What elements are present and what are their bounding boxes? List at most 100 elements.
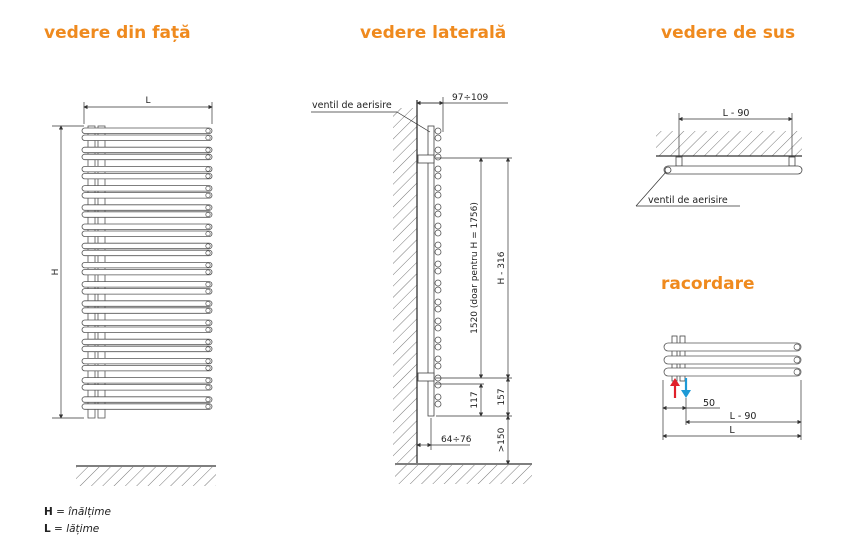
- legend-width-text: lățime: [66, 523, 100, 535]
- front-tube: [81, 153, 213, 161]
- legend-height-symbol: H: [44, 506, 53, 518]
- side-tube-end: [434, 279, 442, 287]
- front-tube-cap: [205, 281, 211, 287]
- front-tube: [81, 281, 213, 288]
- top-view: L - 90 ventil de aerisire: [635, 108, 803, 207]
- side-tube-end: [434, 298, 442, 306]
- front-tube-cap: [205, 384, 211, 390]
- top-dim-label: L - 90: [723, 108, 750, 119]
- front-tube-cap: [205, 128, 211, 134]
- front-tube-cap: [205, 365, 211, 371]
- front-tube-cap: [205, 243, 211, 249]
- side-tube-end: [434, 241, 442, 249]
- front-tube-cap: [205, 250, 211, 256]
- connection-tube-cap: [793, 343, 801, 351]
- front-tube: [81, 357, 213, 365]
- front-tube-cap: [205, 173, 211, 179]
- front-height-label: H: [51, 269, 61, 276]
- top-vent-label: ventil de aerisire: [648, 195, 728, 206]
- side-tube-end: [434, 222, 442, 230]
- side-tube-end: [434, 286, 442, 294]
- front-tube: [81, 319, 213, 326]
- side-1520-label: 1520 (doar pentru H = 1756): [470, 202, 480, 334]
- front-tube-cap: [205, 231, 211, 237]
- front-tube-cap: [205, 307, 211, 314]
- side-tube-end: [434, 134, 442, 142]
- front-tube: [81, 364, 213, 372]
- side-view: ventil de aerisire 97÷109 1520 (doar pen…: [311, 93, 532, 484]
- front-tube: [81, 204, 213, 211]
- side-h316-label: H - 316: [497, 251, 507, 284]
- front-tube: [81, 261, 213, 269]
- side-tube-end: [434, 400, 442, 408]
- side-tube-end: [434, 172, 442, 180]
- side-tube-end: [434, 317, 442, 325]
- side-117-label: 117: [470, 391, 480, 408]
- front-tube-cap: [205, 135, 211, 141]
- front-tube-cap: [205, 327, 211, 333]
- side-tube-end: [434, 381, 442, 389]
- front-tube: [81, 326, 213, 333]
- top-view-title: vedere de sus: [661, 23, 796, 43]
- front-tube-cap: [205, 224, 211, 230]
- front-tube: [81, 242, 213, 250]
- side-tube-end: [434, 362, 442, 370]
- front-tube: [81, 146, 213, 154]
- front-tube: [81, 192, 213, 199]
- side-tube-end: [434, 393, 442, 401]
- front-tube: [81, 172, 213, 180]
- connections-view-title: racordare: [661, 274, 755, 294]
- front-tube: [81, 384, 213, 391]
- conn-50-label: 50: [703, 398, 715, 409]
- connection-tube-cap: [793, 356, 801, 364]
- front-tube: [81, 268, 213, 276]
- front-tube-cap: [205, 205, 211, 211]
- front-tube: [81, 134, 213, 141]
- side-tube-end: [434, 267, 442, 275]
- front-tube-cap: [205, 192, 211, 198]
- front-tube: [81, 345, 213, 353]
- front-tube: [81, 288, 213, 295]
- side-tube-end: [434, 324, 442, 332]
- side-tube-end: [434, 305, 442, 313]
- front-tube-cap: [205, 320, 211, 326]
- front-tube: [81, 338, 213, 346]
- front-tube-cap: [205, 262, 211, 268]
- front-tube-cap: [205, 300, 211, 307]
- side-tube-end: [434, 184, 442, 192]
- side-view-title: vedere laterală: [360, 23, 507, 43]
- side-top-dim-label: 97÷109: [452, 93, 488, 103]
- side-tube-end: [434, 336, 442, 344]
- front-view-title: vedere din față: [44, 23, 191, 43]
- side-tube-end: [434, 229, 442, 237]
- legend-height: H = înălțime: [44, 506, 111, 518]
- side-tube-end: [434, 355, 442, 363]
- side-tube-end: [434, 210, 442, 218]
- front-tube-cap: [205, 269, 211, 275]
- supply-arrow-icon: [670, 378, 680, 386]
- legend-width-symbol: L: [44, 523, 51, 535]
- conn-l90-label: L - 90: [730, 411, 757, 422]
- front-tube: [81, 230, 213, 237]
- front-tube-cap: [205, 339, 211, 345]
- front-tube-cap: [205, 396, 211, 403]
- side-floor-dim-label: >150: [497, 427, 507, 452]
- front-tube: [81, 403, 213, 410]
- side-tube-end: [434, 165, 442, 173]
- front-tube: [81, 300, 213, 307]
- front-tube: [81, 211, 213, 218]
- front-tube: [81, 249, 213, 257]
- front-width-label: L: [145, 96, 150, 106]
- side-tube-ends: [434, 127, 442, 408]
- side-vent-label: ventil de aerisire: [312, 100, 392, 111]
- front-tube-cap: [205, 185, 211, 191]
- front-tube-cap: [205, 212, 211, 218]
- conn-l-label: L: [729, 425, 735, 436]
- connection-tube: [663, 367, 802, 377]
- front-tube: [81, 396, 213, 403]
- front-tube-cap: [205, 403, 211, 410]
- legend-width: L = lățime: [44, 523, 100, 535]
- front-tube-cap: [205, 288, 211, 294]
- front-view: L H: [51, 96, 216, 486]
